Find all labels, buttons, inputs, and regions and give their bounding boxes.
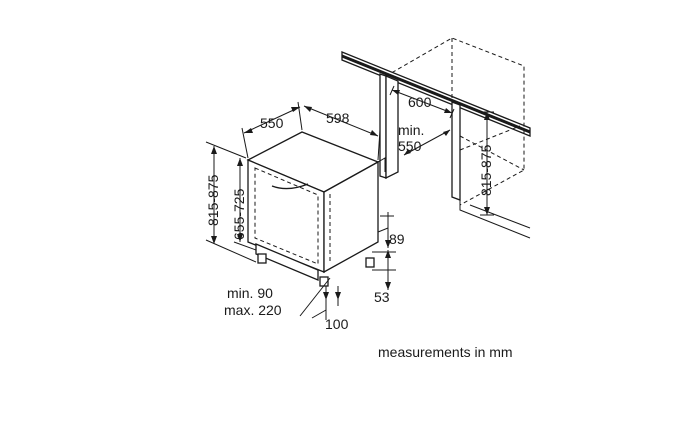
niche-height-dimension bbox=[480, 111, 494, 216]
outer-height-dimension bbox=[205, 141, 257, 263]
niche-depth-dimension bbox=[403, 129, 451, 156]
units-caption: measurements in mm bbox=[378, 344, 513, 360]
plinth-height-dimension bbox=[380, 212, 394, 248]
niche-right-panel bbox=[451, 101, 461, 201]
foot-depth-label: 100 bbox=[325, 316, 349, 332]
depth-label: 550 bbox=[260, 115, 284, 131]
plinth-max-label: max. 220 bbox=[224, 302, 282, 318]
inner-height-dimension bbox=[233, 158, 257, 251]
niche-height-label: 815-875 bbox=[478, 144, 494, 196]
width-label: 598 bbox=[326, 110, 350, 126]
niche-width-label: 600 bbox=[408, 94, 432, 110]
foot-back-right bbox=[365, 257, 375, 268]
foot-height-label: 53 bbox=[374, 289, 390, 305]
niche-width-dimension bbox=[389, 85, 455, 119]
plinth-height-label: 89 bbox=[389, 231, 405, 247]
foot-height-dimension bbox=[372, 250, 396, 290]
plinth-min-label: min. 90 bbox=[227, 285, 273, 301]
niche-min-depth-label: 550 bbox=[398, 138, 422, 154]
inner-height-label: 655-725 bbox=[231, 188, 247, 240]
dishwasher-body bbox=[246, 131, 389, 287]
outer-height-label: 815-875 bbox=[205, 174, 221, 226]
foot-front-left bbox=[257, 253, 267, 264]
plinth-depth-dimension bbox=[299, 277, 341, 320]
depth-dimension bbox=[241, 101, 303, 159]
niche-min-prefix: min. bbox=[398, 122, 424, 138]
door-handle bbox=[271, 183, 309, 190]
width-dimension bbox=[303, 105, 381, 161]
installation-niche bbox=[341, 37, 531, 239]
